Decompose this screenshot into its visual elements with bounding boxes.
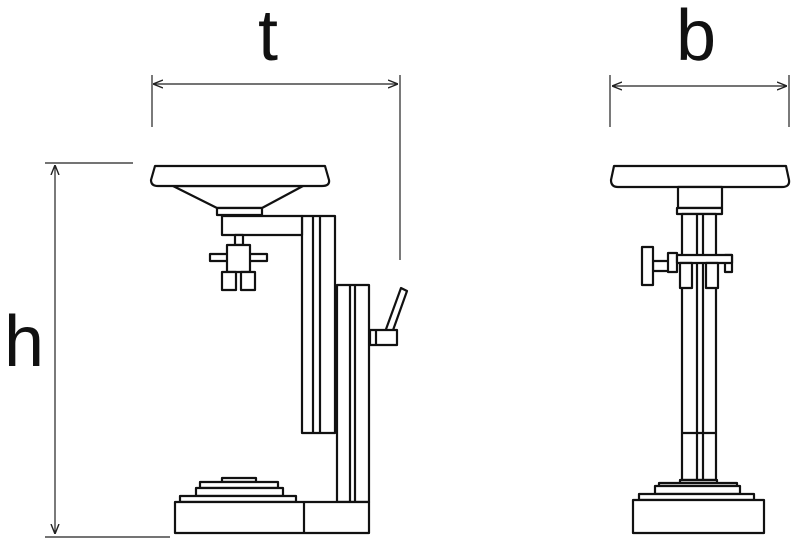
dimension-label-b: b <box>676 0 717 76</box>
dimension-t <box>151 75 401 260</box>
front-view <box>609 164 791 535</box>
dimension-label-t: t <box>258 0 279 76</box>
dimension-h <box>45 162 170 538</box>
dimension-b <box>609 75 790 127</box>
dimension-label-h: h <box>4 302 45 382</box>
side-view <box>149 164 409 535</box>
